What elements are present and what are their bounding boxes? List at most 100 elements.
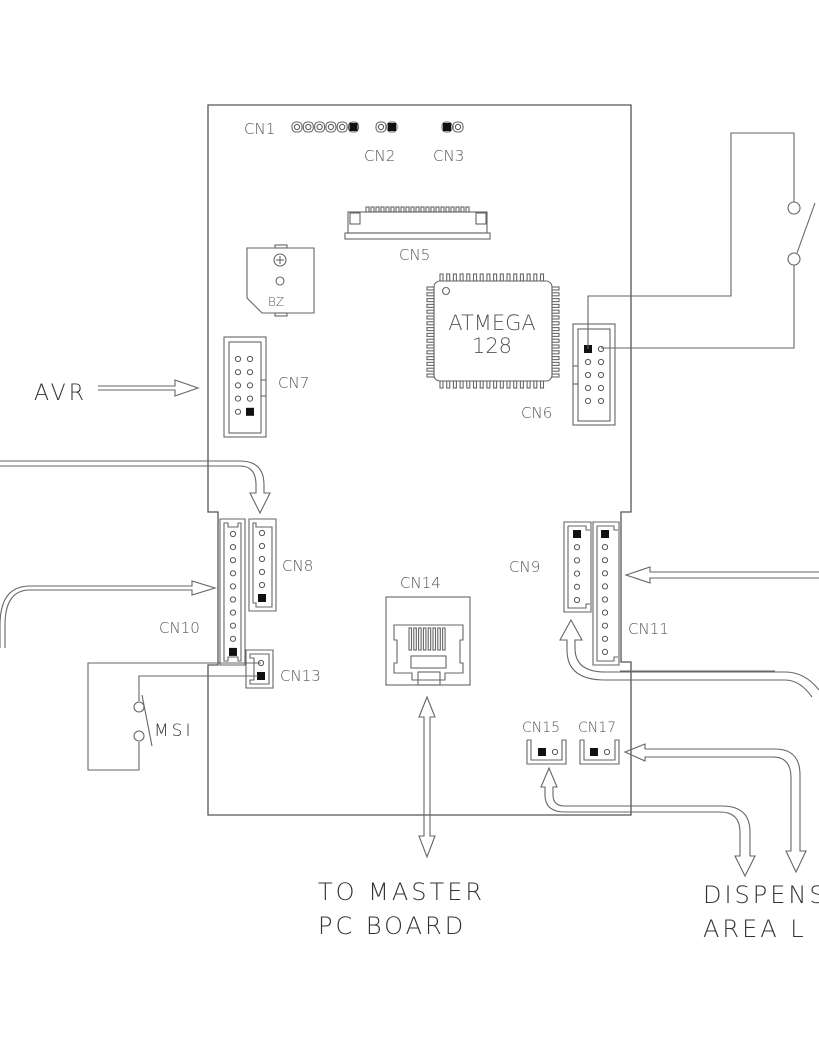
pin bbox=[305, 123, 312, 131]
pin1-marker bbox=[573, 530, 581, 538]
pin bbox=[234, 369, 242, 376]
pin1-marker bbox=[443, 123, 451, 131]
pin bbox=[327, 123, 334, 131]
chip-label-line2: 128 bbox=[472, 334, 512, 358]
cn17-label: CN17 bbox=[578, 720, 616, 736]
cn11-harness-arrow bbox=[624, 566, 819, 584]
pin bbox=[597, 384, 605, 392]
pin bbox=[584, 384, 592, 392]
pin bbox=[229, 635, 237, 642]
pin bbox=[258, 542, 266, 550]
cn9-harness-arrow bbox=[559, 618, 819, 698]
cn3-connector bbox=[441, 121, 464, 133]
pin bbox=[377, 123, 385, 131]
cn7-label: CN7 bbox=[278, 374, 309, 392]
pin bbox=[584, 358, 592, 366]
pin bbox=[601, 648, 609, 656]
pin bbox=[234, 382, 242, 389]
cn14-rj45-connector bbox=[385, 596, 471, 686]
pin bbox=[603, 748, 611, 756]
pin bbox=[601, 570, 609, 577]
pin bbox=[229, 583, 237, 590]
cn5-label: CN5 bbox=[399, 246, 430, 264]
master-label-line2: PC BOARD bbox=[318, 912, 466, 940]
pin bbox=[246, 382, 254, 389]
pin bbox=[229, 609, 237, 616]
cn9-connector bbox=[563, 521, 592, 613]
pin bbox=[601, 557, 609, 564]
pin1-marker bbox=[601, 530, 609, 538]
pin bbox=[601, 596, 609, 603]
avr-arrow bbox=[98, 379, 200, 397]
pin bbox=[573, 570, 581, 577]
cn1-label: CN1 bbox=[244, 120, 275, 138]
cn5-connector bbox=[344, 206, 491, 240]
pin1-marker bbox=[538, 748, 546, 756]
cn17-harness-arrow bbox=[623, 743, 807, 874]
pin bbox=[454, 123, 462, 131]
pin bbox=[234, 355, 242, 363]
pin bbox=[258, 529, 266, 537]
cn7-connector bbox=[223, 336, 267, 438]
pin1-marker bbox=[258, 594, 266, 602]
master-pc-board-arrow bbox=[418, 695, 436, 859]
cn15-harness-arrow bbox=[540, 766, 756, 878]
pin bbox=[293, 123, 301, 131]
pin bbox=[246, 369, 254, 376]
pin bbox=[597, 358, 605, 366]
master-label-line1: TO MASTER bbox=[318, 878, 485, 906]
msi-label: MSI bbox=[154, 721, 193, 741]
cn11-connector bbox=[592, 521, 620, 666]
cn8-harness-arrow bbox=[0, 460, 271, 515]
pin bbox=[258, 568, 266, 576]
cn1-connector bbox=[291, 121, 360, 133]
cn6-label: CN6 bbox=[521, 404, 552, 422]
cn6-connector bbox=[572, 323, 616, 426]
cn10-label: CN10 bbox=[159, 619, 200, 637]
buzzer-positive-icon bbox=[273, 253, 287, 267]
pin1-marker bbox=[590, 748, 598, 756]
cn15-label: CN15 bbox=[522, 720, 560, 736]
pin bbox=[339, 123, 346, 131]
cn2-connector bbox=[375, 121, 398, 133]
pin bbox=[584, 371, 592, 379]
pin bbox=[597, 397, 605, 405]
cn13-label: CN13 bbox=[280, 667, 321, 685]
cn10-harness-arrow bbox=[0, 580, 217, 648]
pin bbox=[246, 395, 254, 402]
pin bbox=[246, 355, 254, 363]
cn13-connector bbox=[245, 649, 274, 689]
door-switch-circuit bbox=[587, 132, 816, 349]
pin1-marker bbox=[388, 123, 396, 131]
board-outline bbox=[207, 104, 632, 816]
pin bbox=[551, 748, 559, 756]
pin bbox=[573, 596, 581, 604]
cn15-connector bbox=[526, 739, 567, 765]
cn14-label: CN14 bbox=[400, 574, 441, 592]
pin bbox=[601, 622, 609, 629]
dispense-label-line2: AREA L bbox=[703, 915, 807, 943]
pin1-marker bbox=[349, 123, 358, 131]
pin bbox=[597, 371, 605, 379]
pin bbox=[258, 555, 266, 563]
pin bbox=[229, 596, 237, 603]
pin bbox=[316, 123, 323, 131]
pin bbox=[573, 583, 581, 590]
pin bbox=[229, 557, 237, 564]
cn8-connector bbox=[248, 518, 277, 612]
pin1-marker bbox=[246, 407, 254, 416]
pin bbox=[601, 544, 609, 551]
pin bbox=[234, 395, 242, 402]
dispense-label-line1: DISPENS bbox=[703, 881, 819, 909]
pin bbox=[234, 408, 242, 415]
cn10-connector bbox=[219, 518, 246, 666]
pin bbox=[573, 557, 581, 564]
pin bbox=[573, 544, 581, 551]
pin bbox=[229, 622, 237, 629]
atmega128-chip bbox=[426, 273, 560, 389]
pin bbox=[229, 544, 237, 551]
pin1-marker bbox=[257, 672, 265, 680]
cn11-label: CN11 bbox=[628, 620, 669, 638]
buzzer-label: BZ bbox=[268, 295, 284, 309]
